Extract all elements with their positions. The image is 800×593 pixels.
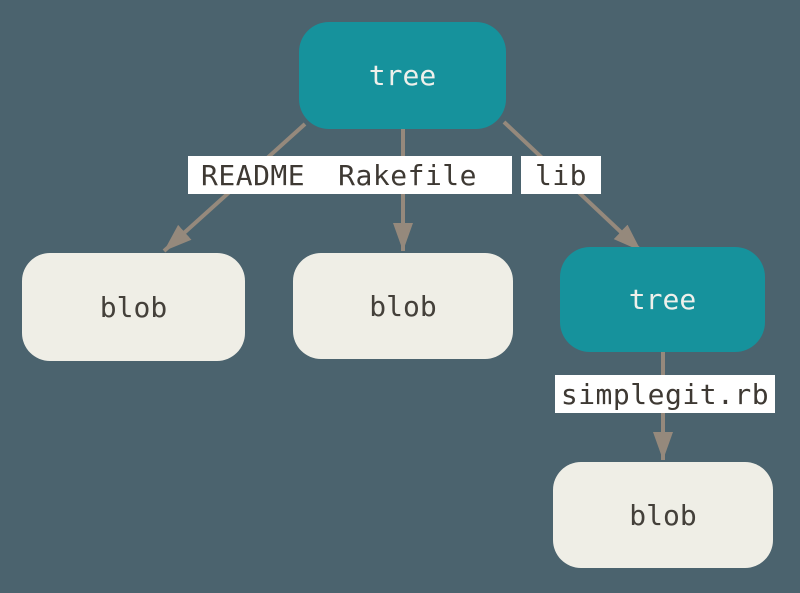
node-tree-root: tree <box>299 22 506 129</box>
edge-label-lib: lib <box>521 156 601 194</box>
edge-label-simplegit: simplegit.rb <box>555 375 775 413</box>
node-blob-simplegit-label: blob <box>629 498 697 532</box>
node-blob-simplegit: blob <box>553 462 773 568</box>
node-blob-rakefile: blob <box>293 253 513 359</box>
edge-label-readme-rakefile: README Rakefile <box>188 156 512 194</box>
node-blob-rakefile-label: blob <box>369 289 437 323</box>
edge-label-lib-text: lib <box>534 158 588 192</box>
node-blob-readme: blob <box>22 253 245 361</box>
node-blob-readme-label: blob <box>99 290 168 324</box>
node-tree-lib-label: tree <box>628 283 697 316</box>
edge-label-rakefile: Rakefile <box>338 158 478 192</box>
edge-label-simplegit-text: simplegit.rb <box>560 377 770 411</box>
node-tree-root-label: tree <box>368 59 437 92</box>
edge-label-readme: README <box>201 158 306 192</box>
node-tree-lib: tree <box>560 247 765 352</box>
